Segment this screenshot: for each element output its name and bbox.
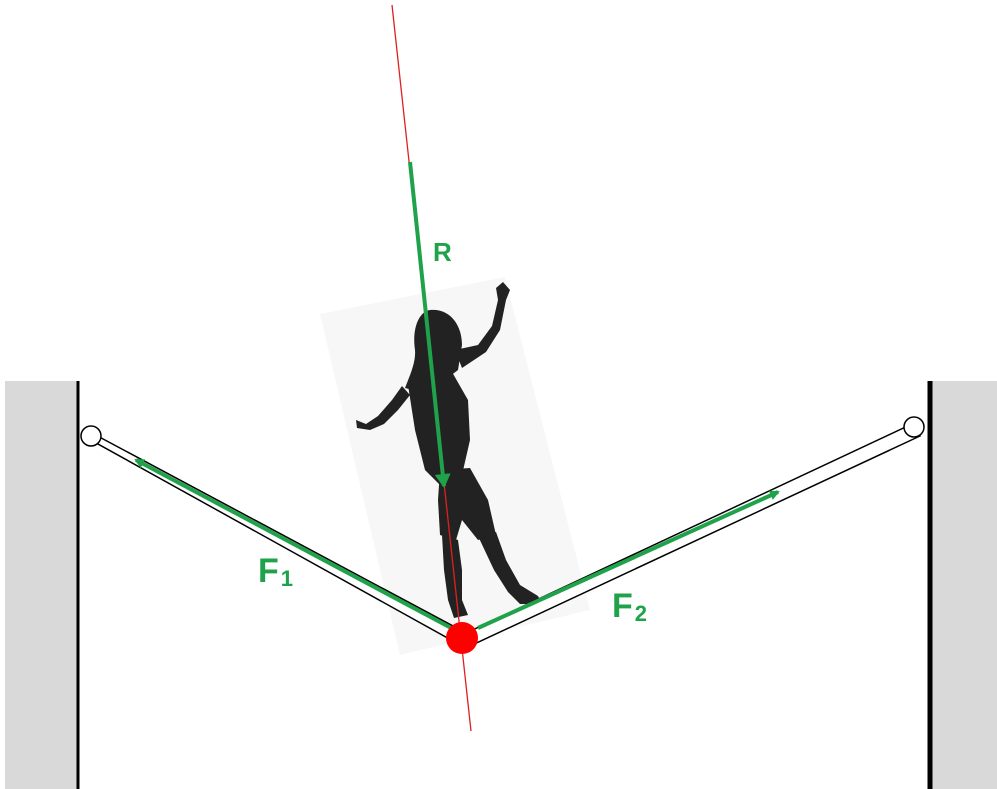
label-r: R — [433, 237, 452, 267]
label-f1-main: F — [258, 552, 279, 590]
left-anchor-pin — [80, 425, 102, 447]
label-f2: F2 — [612, 587, 647, 626]
person-silhouette — [356, 282, 542, 618]
label-f2-main: F — [612, 587, 633, 625]
contact-point — [446, 622, 478, 654]
right-wall — [927, 381, 997, 789]
right-anchor-pin — [903, 416, 925, 438]
right-wall-fill — [931, 381, 997, 789]
force-f2-arrow — [477, 490, 780, 630]
force-f1-arrow — [134, 458, 456, 632]
left-wall-fill — [5, 381, 77, 789]
resultant-r-arrow — [408, 161, 451, 488]
label-f2-subscript: 2 — [635, 601, 647, 626]
left-wall — [5, 381, 80, 789]
label-f1-subscript: 1 — [281, 566, 293, 591]
label-f1: F1 — [258, 552, 293, 591]
